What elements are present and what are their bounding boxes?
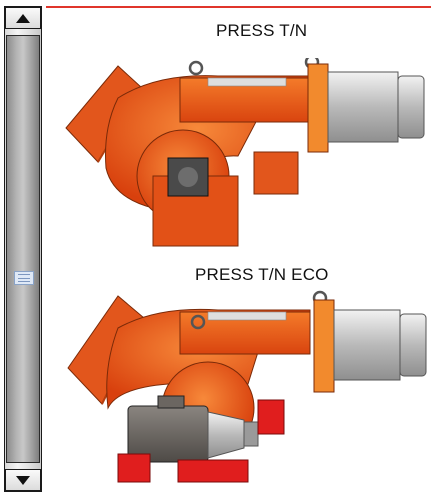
header-divider	[46, 6, 431, 8]
arrow-down-icon	[16, 475, 30, 485]
scroll-up-button[interactable]	[5, 7, 41, 29]
burner-image-press-tn-eco[interactable]	[58, 288, 428, 488]
grip-lines-icon	[14, 271, 34, 285]
product-title: PRESS T/N ECO	[195, 265, 329, 284]
arrow-up-icon	[16, 13, 30, 23]
scroll-down-button[interactable]	[5, 469, 41, 491]
scrollbar-thumb[interactable]	[6, 35, 40, 463]
burner-image-press-tn[interactable]	[58, 58, 428, 248]
product-title: PRESS T/N	[216, 21, 308, 40]
scrollbar-track[interactable]	[5, 29, 41, 469]
vertical-scrollbar[interactable]	[4, 6, 42, 492]
